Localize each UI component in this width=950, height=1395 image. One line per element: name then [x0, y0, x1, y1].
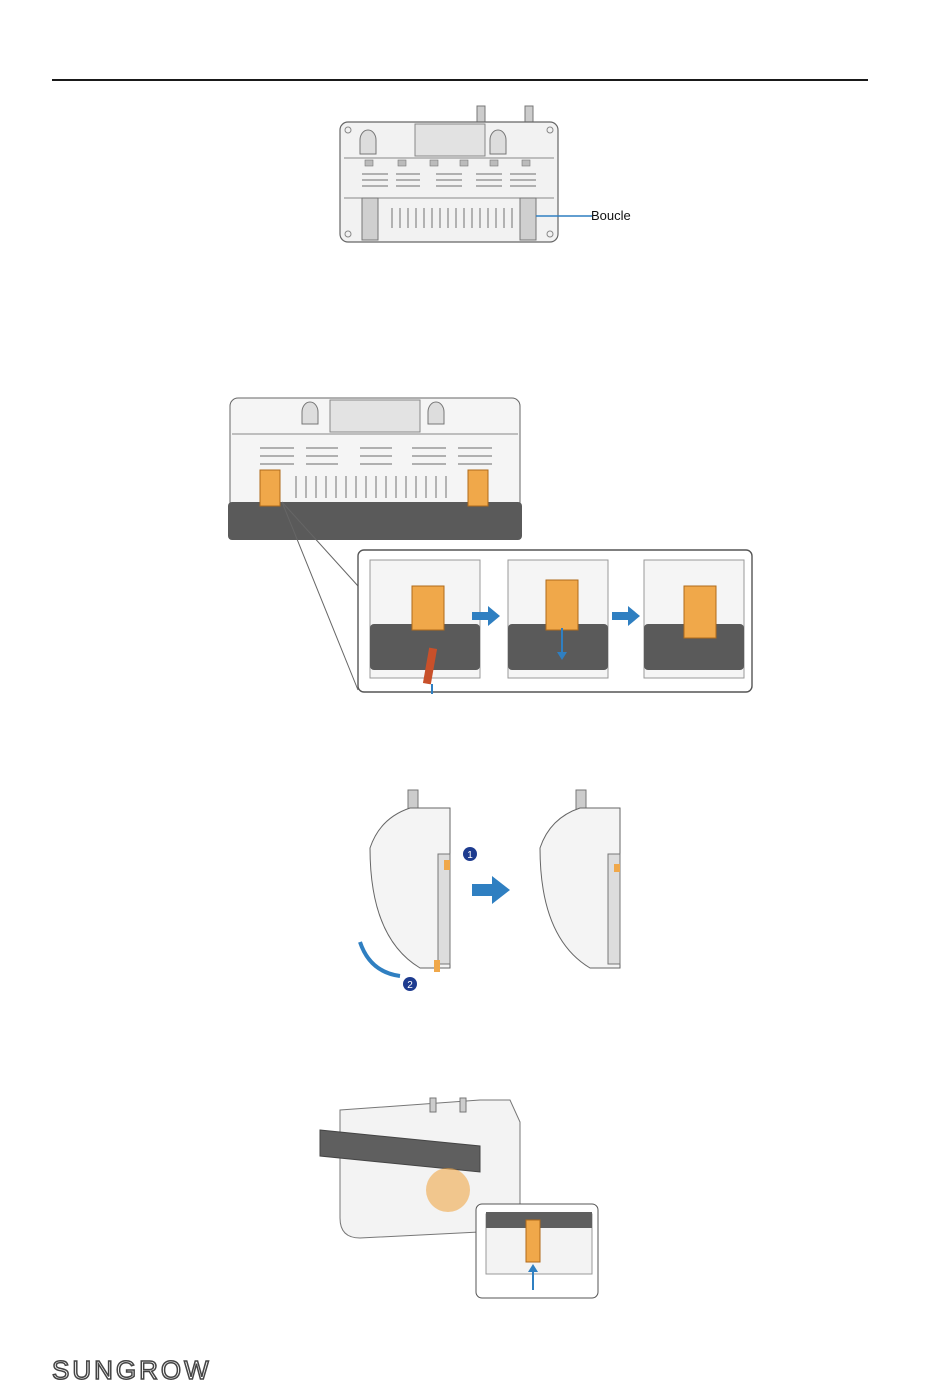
detail-step-1 [370, 560, 480, 694]
callout-label-buckle: Boucle [591, 208, 631, 223]
figure-device-back [330, 100, 660, 250]
clip-right [468, 470, 488, 506]
figure-rail-mounted [310, 1090, 610, 1300]
device-side-left [370, 790, 450, 972]
step-number-1: 1 [467, 850, 473, 861]
detail-step-2 [508, 560, 608, 678]
move-arrow [472, 876, 510, 904]
step-number-2: 2 [407, 980, 413, 991]
figure-buckle-release [220, 390, 760, 700]
rotate-arrow [360, 942, 400, 976]
sungrow-logo: SUNGROW [52, 1357, 222, 1390]
din-rail [228, 502, 522, 540]
detail-step-3 [644, 560, 744, 678]
device-side-right [540, 790, 620, 968]
highlight-clip [426, 1168, 470, 1212]
antenna-connectors [477, 106, 533, 122]
figure-side-removal: 1 2 [350, 788, 650, 998]
buckle-right [520, 198, 536, 240]
buckle-left [362, 198, 378, 240]
logo-text: SUNGROW [52, 1357, 212, 1385]
header-rule [52, 79, 868, 81]
clip-left [260, 470, 280, 506]
